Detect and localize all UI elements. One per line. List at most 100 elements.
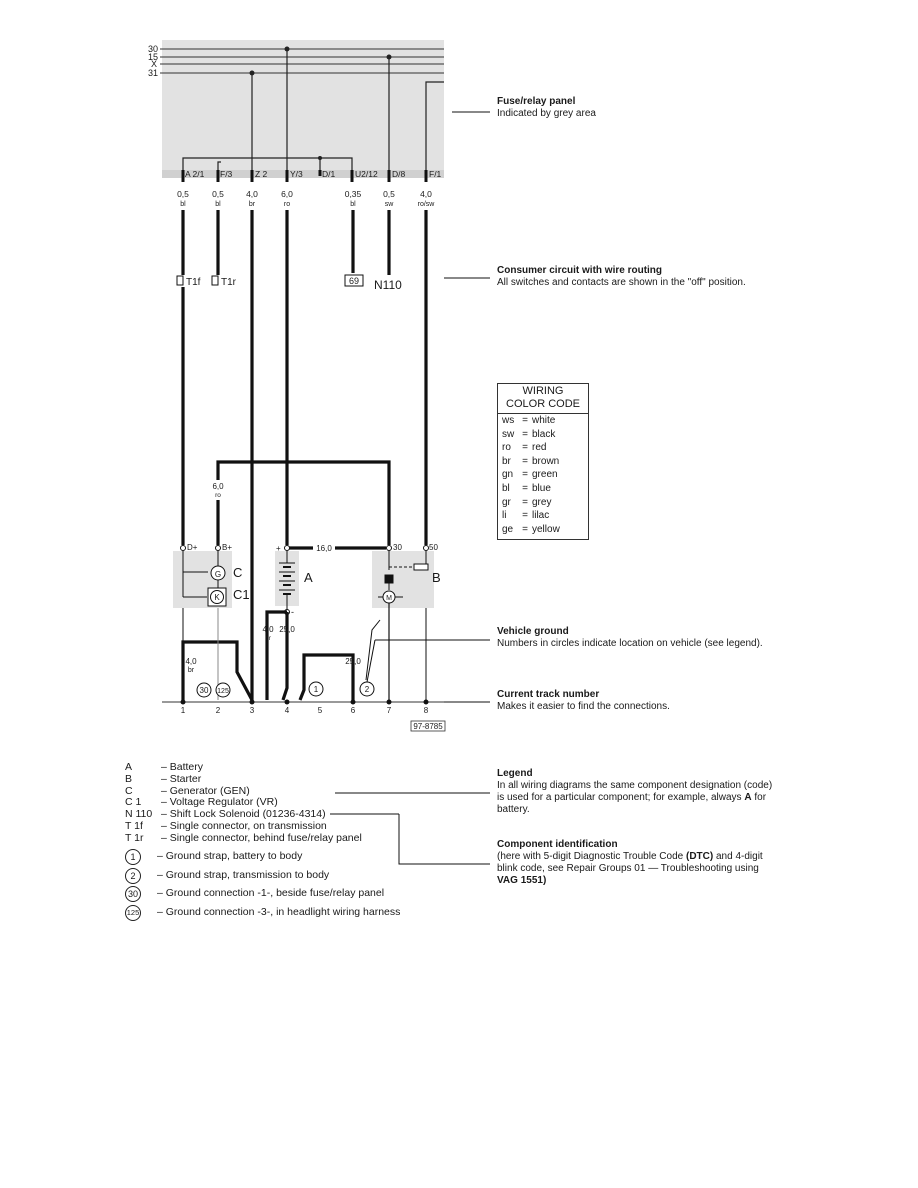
- ground-wire-size: 25,0: [345, 657, 361, 666]
- annotation-track-number: Current track number Makes it easier to …: [497, 689, 670, 713]
- wire-size-label: 6,0: [212, 482, 224, 491]
- terminal-30: 30: [393, 543, 402, 552]
- ground-number-icon: 2: [125, 867, 141, 884]
- wire-size-label: 0,35: [345, 189, 362, 199]
- annotation-vehicle-ground: Vehicle ground Numbers in circles indica…: [497, 626, 763, 650]
- wire-size-label: 6,0: [281, 189, 293, 199]
- color-code-row: gr=grey: [502, 496, 552, 508]
- ground-circle-1: 1: [308, 681, 324, 697]
- annotation-title: Current track number: [497, 689, 600, 700]
- ground-wire-color: br: [188, 667, 195, 674]
- annotation-text: blink code, see Repair Groups 01 — Troub…: [497, 863, 759, 874]
- wire-size-label: 16,0: [316, 544, 332, 553]
- ground-wire-size: 4,0: [185, 657, 197, 666]
- ground-wire-color: br: [265, 635, 272, 642]
- color-code-row: li=lilac: [502, 510, 550, 522]
- wire-labels: 0,5 bl 0,5 bl 4,0 br 6,0 ro 0,35 bl 0,5 …: [177, 189, 435, 208]
- bus-lines: [160, 48, 444, 74]
- track-number: 8: [424, 706, 429, 715]
- wire-size-label: 0,5: [212, 189, 224, 199]
- reference-code: 97-8785: [413, 722, 443, 731]
- annotation-text: is used for a particular component; for …: [497, 792, 742, 803]
- ground-wiring: [181, 610, 355, 701]
- annotation-text: battery.: [497, 804, 530, 815]
- ground-circle-30: 30: [196, 682, 212, 698]
- annotation-text: and 4-digit: [716, 851, 763, 862]
- terminal-label: A 2/1: [185, 169, 205, 179]
- svg-text:T1r: T1r: [221, 277, 237, 288]
- svg-text:1: 1: [314, 685, 319, 694]
- svg-text:T1f: T1f: [186, 277, 201, 288]
- wire-color-label: ro: [284, 201, 290, 208]
- wire-color-label: br: [249, 201, 256, 208]
- terminal-50: 50: [429, 543, 438, 552]
- wire-color-label: bl: [180, 201, 186, 208]
- component-legend: A– Battery B– Starter C– Generator (GEN)…: [125, 761, 362, 845]
- annotation-component-id: Component identification (here with 5-di…: [497, 839, 817, 887]
- bus-label-15: 15: [148, 52, 158, 62]
- track-number: 4: [285, 706, 290, 715]
- bus-label-30: 30: [148, 44, 158, 54]
- battery-symbol: [279, 551, 295, 610]
- annotation-text: (here with 5-digit Diagnostic Trouble Co…: [497, 851, 684, 862]
- component-label-b: B: [432, 570, 441, 585]
- terminal-label: Z 2: [255, 169, 268, 179]
- terminal-b-plus: B+: [222, 543, 232, 552]
- annotation-bold: A: [744, 792, 752, 803]
- regulator-k: K: [214, 593, 220, 602]
- annotation-title: Fuse/relay panel: [497, 96, 576, 107]
- annotation-fuse-panel: Fuse/relay panel Indicated by grey area: [497, 96, 596, 120]
- svg-text:2: 2: [365, 685, 370, 694]
- wire-size-label: 0,5: [383, 189, 395, 199]
- fuse-terminal-labels: A 2/1 F/3 Z 2 Y/3 D/1 U2/12 D/8 F/1: [185, 169, 442, 179]
- terminal-label: D/1: [322, 169, 336, 179]
- wire-size-label: 0,5: [177, 189, 189, 199]
- wcc-title-line: WIRING: [522, 385, 564, 397]
- legend-item: C 1– Voltage Regulator (VR): [125, 796, 278, 809]
- legend-item: N 110– Shift Lock Solenoid (01236-4314): [125, 808, 326, 821]
- ground-number-icon: 125: [125, 904, 141, 921]
- terminal-label: Y/3: [290, 169, 303, 179]
- shift-lock-solenoid-n110: N110: [374, 278, 402, 292]
- connector-t1r: T1r: [211, 275, 237, 288]
- annotation-title: Vehicle ground: [497, 626, 569, 637]
- component-label-c: C: [233, 565, 242, 580]
- wcc-title-line: COLOR CODE: [506, 398, 580, 410]
- wire-size-label: 4,0: [420, 189, 432, 199]
- ground-legend-item: 1– Ground strap, battery to body: [125, 848, 400, 867]
- color-code-row: ge=yellow: [502, 523, 560, 535]
- connector-69: 69: [344, 274, 364, 287]
- legend-item: T 1r– Single connector, behind fuse/rela…: [125, 831, 362, 844]
- wire-color-label: sw: [385, 201, 395, 208]
- wire-color-label: ro: [215, 492, 221, 499]
- legend-item: C– Generator (GEN): [125, 784, 250, 797]
- terminal-label: F/1: [429, 169, 442, 179]
- wire-color-label: bl: [350, 201, 356, 208]
- terminal-label: D/8: [392, 169, 406, 179]
- svg-text:30: 30: [200, 686, 209, 695]
- annotation-consumer-circuit: Consumer circuit with wire routing All s…: [497, 265, 746, 289]
- track-number: 5: [318, 706, 323, 715]
- color-code-row: ws=white: [502, 415, 556, 426]
- ground-legend-item: 125– Ground connection -3-, in headlight…: [125, 904, 400, 923]
- annotation-legend: Legend In all wiring diagrams the same c…: [497, 768, 817, 816]
- legend-item: T 1f– Single connector, on transmission: [125, 819, 327, 832]
- terminal-label: U2/12: [355, 169, 378, 179]
- color-code-row: sw=black: [502, 428, 556, 440]
- annotation-text: for: [754, 792, 767, 803]
- ground-legend-item: 30– Ground connection -1-, beside fuse/r…: [125, 885, 400, 904]
- color-code-row: ro=red: [502, 442, 547, 454]
- track-number: 6: [351, 706, 356, 715]
- wire-color-label: bl: [215, 201, 221, 208]
- annotation-text: In all wiring diagrams the same componen…: [497, 780, 773, 791]
- ground-wire-size: 25,0: [279, 625, 295, 634]
- svg-text:69: 69: [349, 276, 359, 286]
- terminal-label: F/3: [220, 169, 233, 179]
- annotation-text: Numbers in circles indicate location on …: [497, 638, 763, 649]
- track-number: 2: [216, 706, 221, 715]
- component-label-a: A: [304, 570, 313, 585]
- terminal-plus: +: [276, 544, 281, 553]
- connector-t1f: T1f: [176, 275, 201, 288]
- ground-legend-item: 2– Ground strap, transmission to body: [125, 867, 400, 886]
